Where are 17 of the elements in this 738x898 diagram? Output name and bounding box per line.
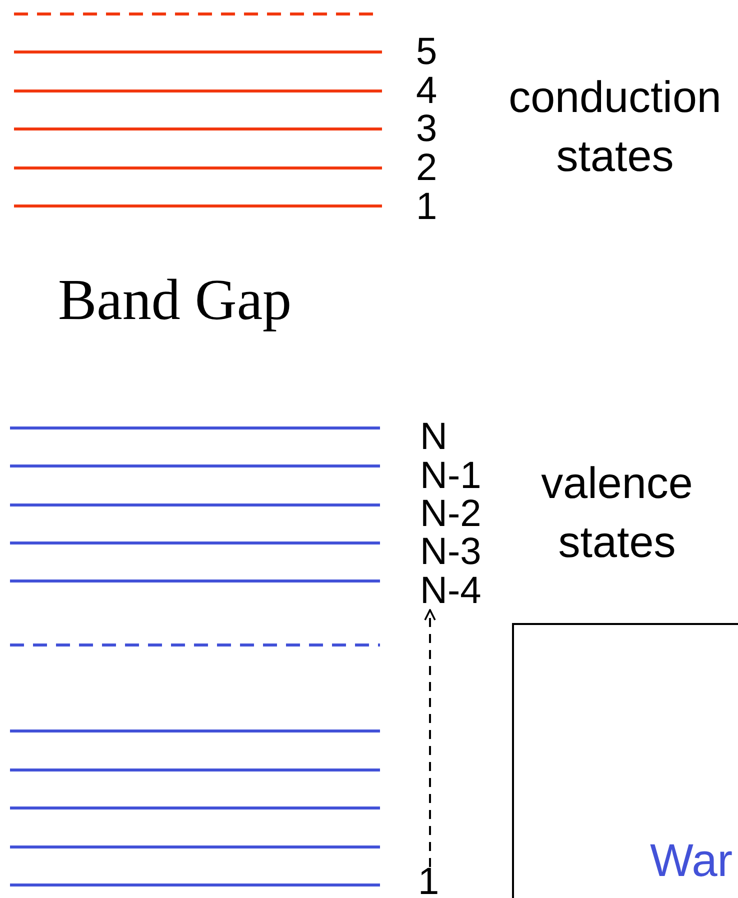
panel-text: War [650,837,733,883]
level-number: 3 [416,110,438,148]
level-number: N-3 [420,533,482,571]
level-number: 4 [416,72,438,110]
level-number: N [420,418,448,456]
level-number: N-4 [420,572,482,610]
level-number: N-1 [420,457,482,495]
band-label: conduction states [508,72,722,183]
band-label: valence states [540,458,694,569]
level-number: N-2 [420,495,482,533]
band-gap-label: Band Gap [58,271,292,329]
level-number: 2 [416,149,438,187]
level-number: 5 [416,33,438,71]
level-number: 1 [418,863,440,898]
text-panel [512,623,738,898]
level-number: 1 [416,188,438,226]
arrow [424,609,436,867]
